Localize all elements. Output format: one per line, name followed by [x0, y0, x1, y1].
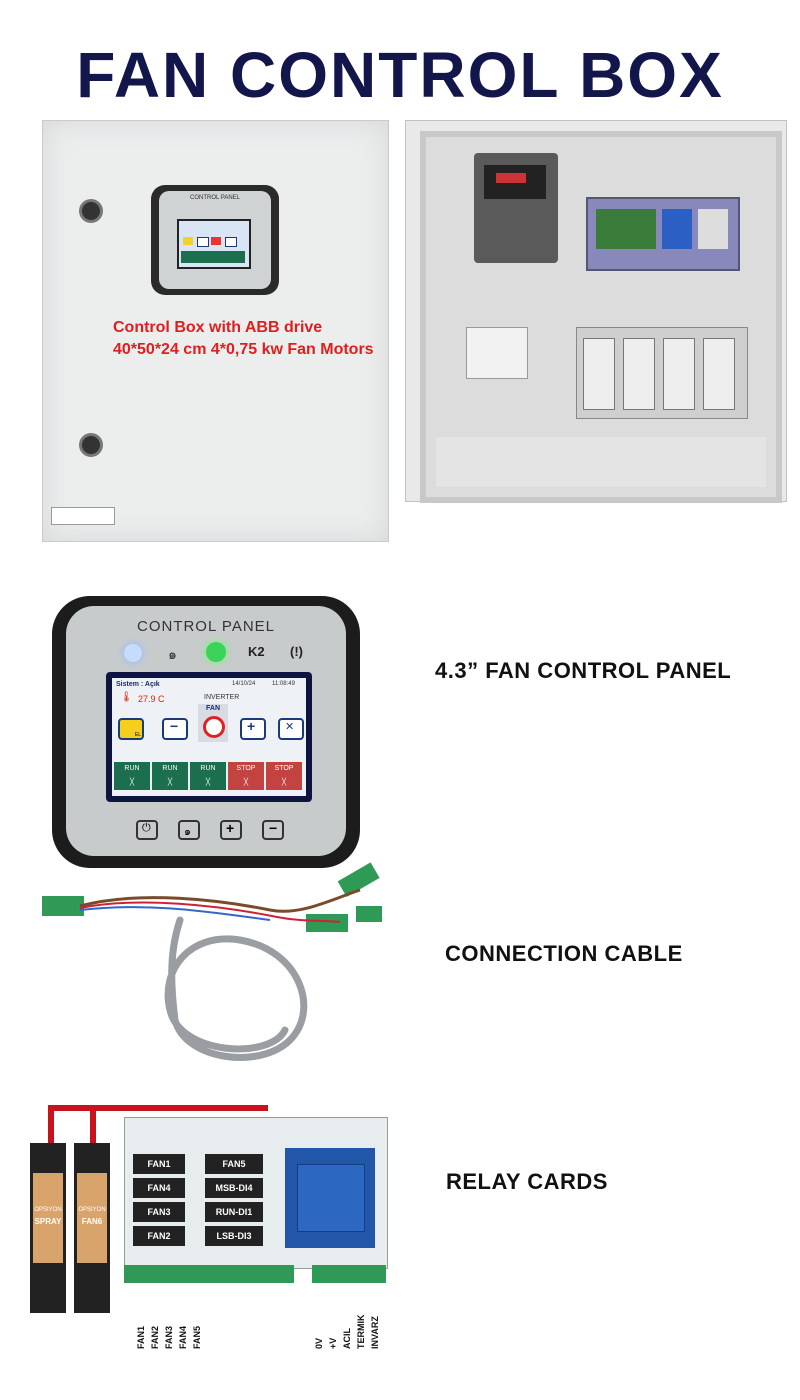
- rating-plate: [51, 507, 115, 525]
- enclosure-floor: [436, 437, 766, 487]
- relay-fan3: FAN3: [133, 1202, 185, 1222]
- temp-minus-button[interactable]: −: [262, 820, 284, 840]
- k2-label: K2: [248, 644, 265, 659]
- thermometer-icon: 🌡: [120, 692, 133, 703]
- option-relay-spray: OPSIYON SPRAY: [30, 1143, 66, 1313]
- fan-mode-button[interactable]: FAN: [198, 704, 228, 742]
- inverter-label: INVERTER: [204, 694, 240, 701]
- relay-fan1: FAN1: [133, 1154, 185, 1174]
- el-label: EL: [134, 732, 141, 738]
- lock-screw-bottom: [79, 433, 103, 457]
- contactor-row: [576, 327, 748, 419]
- temp-minus-icon: −: [269, 820, 278, 836]
- lcd-screen: Sistem : Açık 14/10/24 11:08:49 🌡 27.9 C…: [106, 672, 312, 802]
- hand-mode-button[interactable]: EL: [118, 718, 144, 740]
- minus-icon: −: [170, 718, 179, 734]
- tools-icon: ✕: [285, 721, 295, 733]
- temp-plus-button[interactable]: +: [220, 820, 242, 840]
- small-panel-brand: CONTROL PANEL: [189, 195, 240, 201]
- connector-right-small: [356, 906, 382, 922]
- small-control-panel: CONTROL PANEL: [151, 185, 279, 295]
- abb-drive: [474, 153, 558, 263]
- circuit-breaker: [466, 327, 528, 379]
- spiral-btn-icon: ๑: [184, 826, 191, 838]
- output-1: RUN╳: [114, 762, 150, 790]
- terminal-block-right: [312, 1265, 386, 1283]
- fan-label: FAN: [206, 705, 220, 712]
- system-status: Sistem : Açık: [116, 681, 160, 688]
- stop-icon: [203, 716, 225, 738]
- relay-board: [586, 197, 740, 271]
- lock-screw-top: [79, 199, 103, 223]
- output-3: RUN╳: [190, 762, 226, 790]
- temp-plus-icon: +: [226, 820, 235, 836]
- spiral-button[interactable]: ๑: [178, 820, 200, 840]
- power-icon: ⏻: [142, 822, 151, 834]
- spiral-icon: ๑: [168, 646, 177, 662]
- connection-cable-photo: [42, 862, 382, 1061]
- small-panel-screen: [177, 219, 251, 269]
- grey-cable-coil: [164, 916, 308, 1061]
- page-title: FAN CONTROL BOX: [76, 39, 724, 111]
- plus-button[interactable]: +: [240, 718, 266, 740]
- relay-fan4: FAN4: [133, 1178, 185, 1198]
- output-5: STOP╳: [266, 762, 302, 790]
- open-enclosure-photo: [405, 120, 787, 503]
- time-readout: 11:08:49: [272, 681, 295, 687]
- temperature-readout: 27.9 C: [138, 694, 165, 704]
- relay-run: RUN-DI1: [205, 1202, 263, 1222]
- connector-right-top: [337, 862, 380, 897]
- plus-icon: +: [247, 718, 256, 734]
- output-4: STOP╳: [228, 762, 264, 790]
- output-2: RUN╳: [152, 762, 188, 790]
- connector-right-mid: [306, 914, 348, 932]
- relay-fan5: FAN5: [205, 1154, 263, 1174]
- relay-msb: MSB-DI4: [205, 1178, 263, 1198]
- alarm-label: (!): [290, 644, 303, 659]
- relay-card-photo: OPSIYON SPRAY OPSIYON FAN6 FAN1 FAN4 FAN…: [30, 1105, 390, 1375]
- caption-cable: CONNECTION CABLE: [445, 941, 683, 966]
- enclosure-note-line2: 40*50*24 cm 4*0,75 kw Fan Motors: [113, 341, 374, 358]
- transformer: [285, 1148, 375, 1248]
- enclosure-note-line1: Control Box with ABB drive: [113, 319, 323, 336]
- settings-button[interactable]: ✕: [278, 718, 304, 740]
- caption-relay: RELAY CARDS: [446, 1169, 608, 1194]
- terminal-block-left: [124, 1265, 294, 1283]
- control-panel-photo: CONTROL PANEL ๑ K2 (!) Sistem : Açık 14/…: [52, 596, 360, 868]
- fan-led-icon: [206, 642, 226, 662]
- relay-board: FAN1 FAN4 FAN3 FAN2 FAN5 MSB-DI4 RUN-DI1…: [124, 1117, 388, 1269]
- power-button[interactable]: ⏻: [136, 820, 158, 840]
- option-relay-fan6: OPSIYON FAN6: [74, 1143, 110, 1313]
- connector-left: [42, 896, 84, 916]
- relay-lsb: LSB-DI3: [205, 1226, 263, 1246]
- panel-brand-label: CONTROL PANEL: [136, 618, 276, 635]
- enclosure-photo: CONTROL PANEL Control Box with ABB drive…: [42, 120, 389, 542]
- date-readout: 14/10/24: [232, 681, 256, 687]
- caption-panel: 4.3” FAN CONTROL PANEL: [435, 658, 732, 683]
- relay-fan2: FAN2: [133, 1226, 185, 1246]
- power-led-icon: [124, 644, 142, 662]
- minus-button[interactable]: −: [162, 718, 188, 740]
